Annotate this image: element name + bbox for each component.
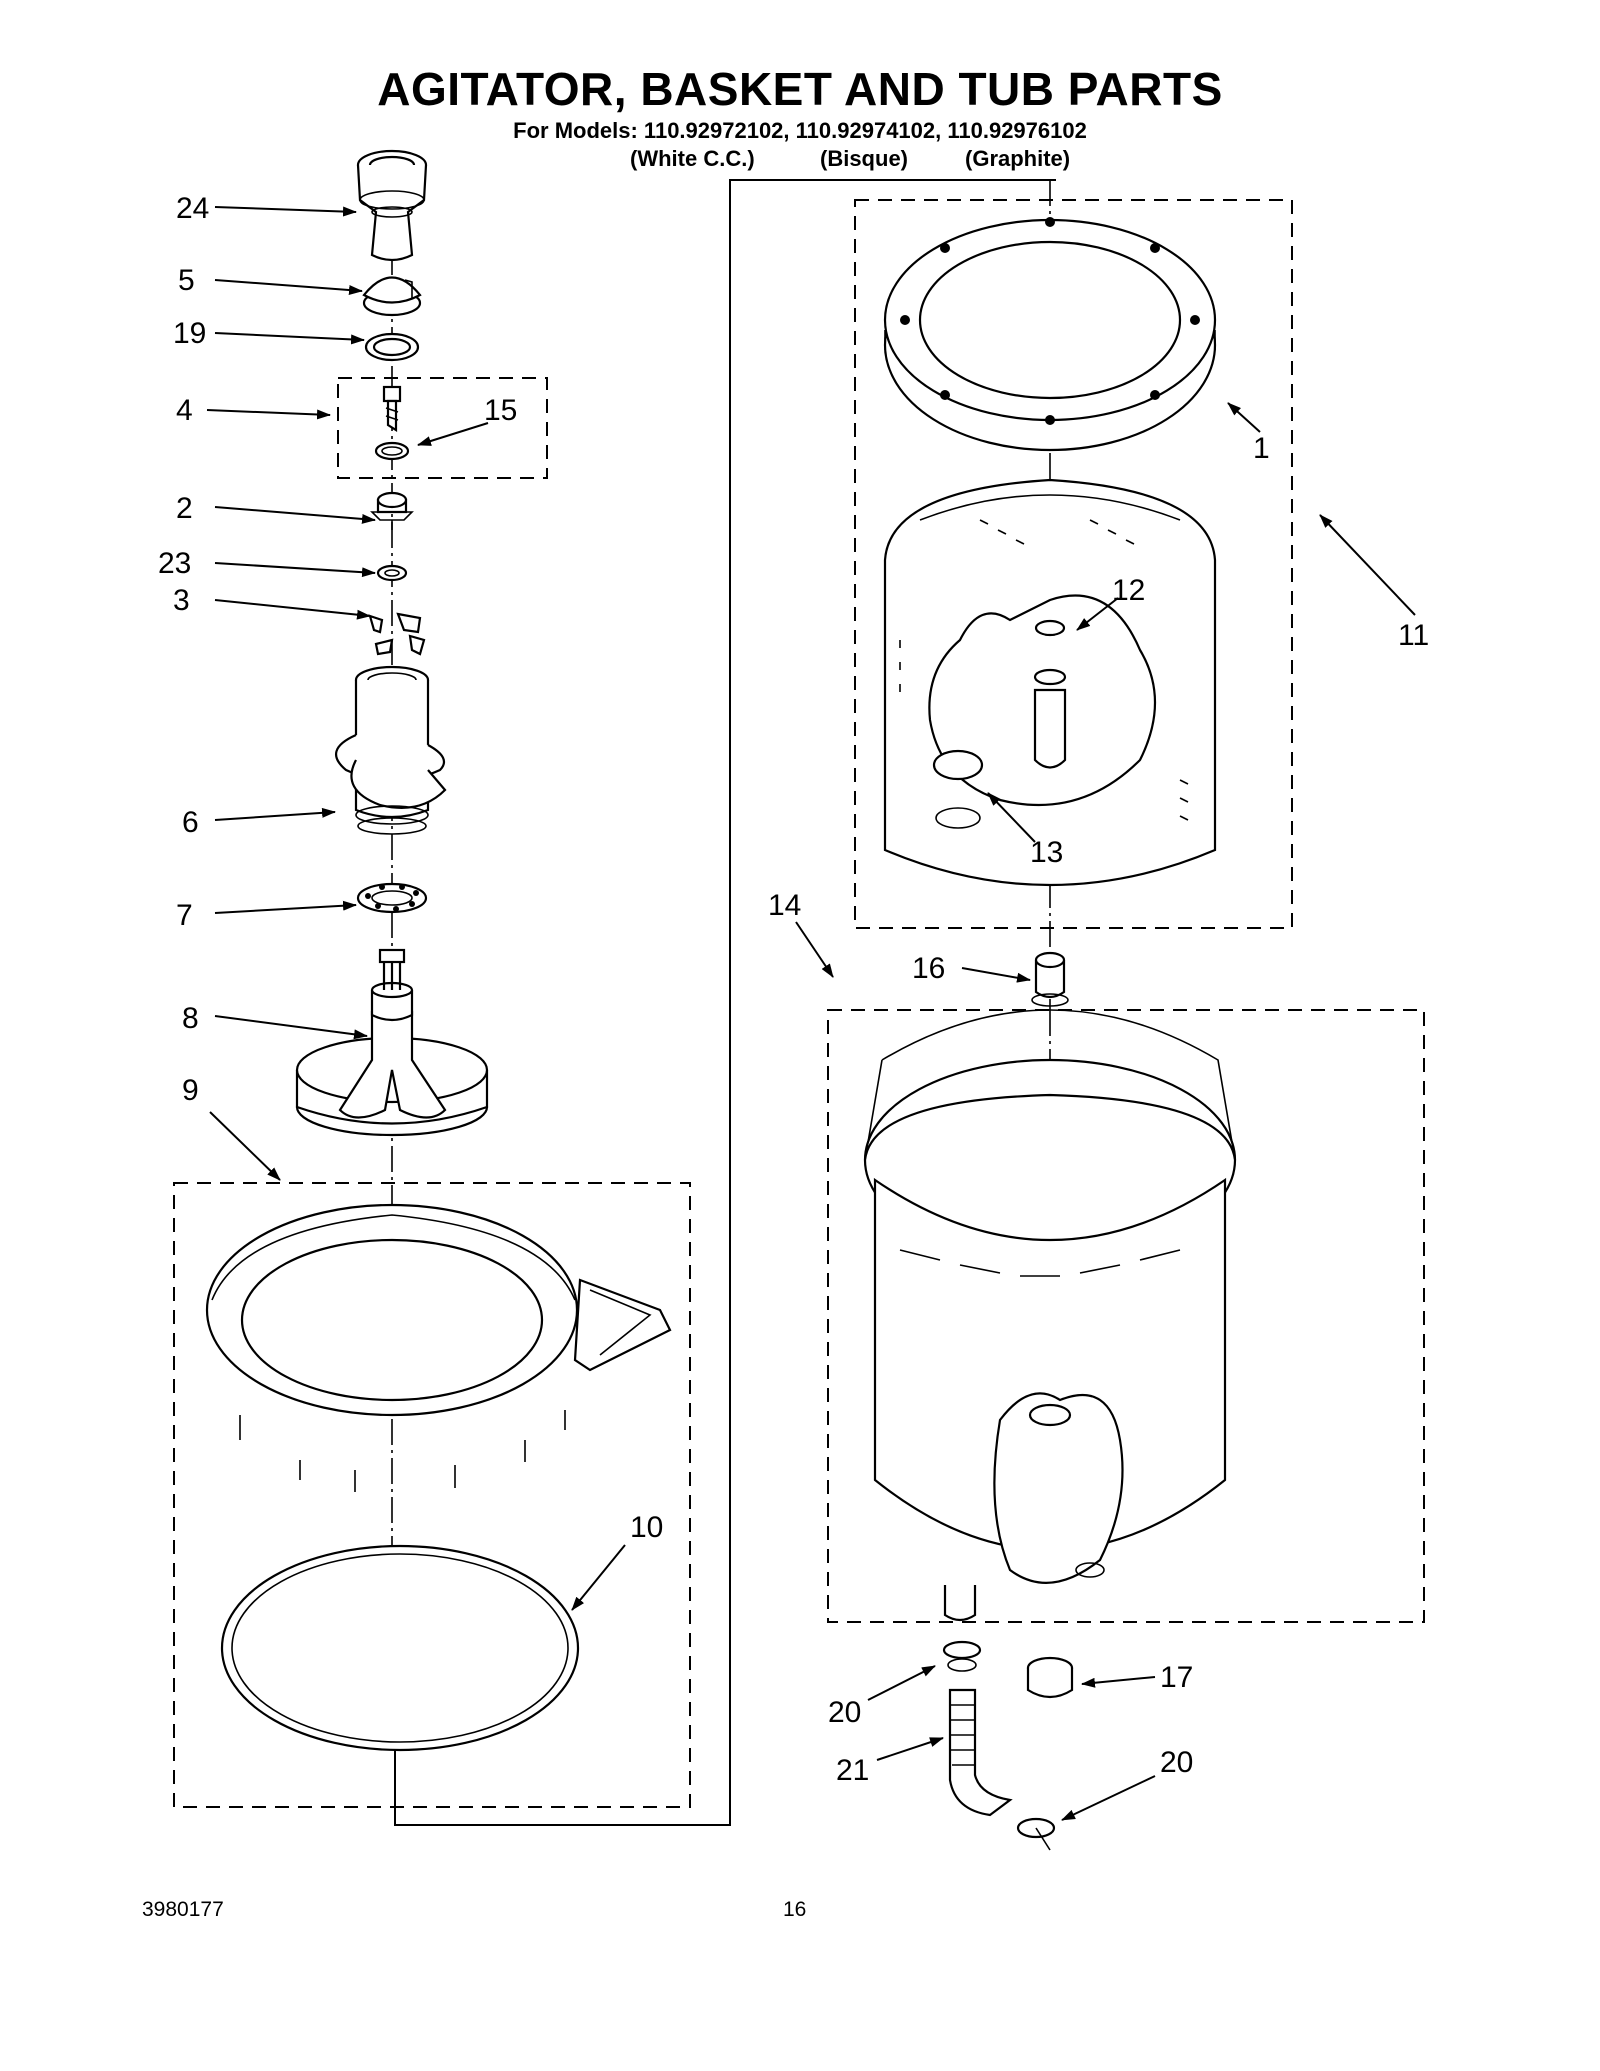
- part-15-washer: [374, 441, 410, 461]
- callout-20-lower: 20: [1160, 1746, 1193, 1779]
- color-graphite: (Graphite): [965, 146, 1071, 171]
- part-16-drive-block: [1031, 951, 1069, 1007]
- callout-20-upper: 20: [828, 1696, 861, 1729]
- callout-7: 7: [176, 899, 193, 932]
- group-box-4: [337, 377, 548, 479]
- part-12-nut: [1034, 619, 1066, 637]
- part-20-clamp-upper: [942, 1640, 982, 1672]
- group-box-11: [854, 199, 1293, 929]
- connector-line: [394, 179, 1056, 1826]
- callout-21: 21: [836, 1754, 869, 1787]
- part-9-tub-ring: [205, 1203, 672, 1492]
- part-11-basket: [883, 478, 1217, 887]
- callout-19: 19: [173, 317, 206, 350]
- part-13-plug: [932, 749, 984, 781]
- callout-13: 13: [1030, 836, 1063, 869]
- part-6-auger: [335, 665, 447, 835]
- page-number: 16: [783, 1898, 807, 1921]
- callout-3: 3: [173, 584, 190, 617]
- part-1-balance-ring: [883, 217, 1217, 452]
- callout-10: 10: [630, 1511, 663, 1544]
- callout-6: 6: [182, 806, 199, 839]
- part-7-bearing: [356, 882, 428, 914]
- part-14-outer-tub: [863, 1009, 1237, 1622]
- callout-2: 2: [176, 492, 193, 525]
- part-10-ring: [220, 1544, 580, 1752]
- callout-17: 17: [1160, 1661, 1193, 1694]
- callout-16: 16: [912, 952, 945, 985]
- callout-15: 15: [484, 394, 517, 427]
- callout-11: 11: [1398, 619, 1429, 652]
- part-2-cam: [370, 491, 414, 530]
- color-white: (White C.C.): [630, 146, 755, 171]
- callout-8: 8: [182, 1002, 199, 1035]
- part-5-dogs: [362, 276, 422, 317]
- part-4-bolt: [382, 385, 402, 432]
- callout-12: 12: [1112, 574, 1145, 607]
- part-24-cap: [356, 149, 428, 262]
- callout-9: 9: [182, 1074, 199, 1107]
- page-title: AGITATOR, BASKET AND TUB PARTS: [377, 63, 1223, 115]
- part-21-hose: [948, 1688, 1013, 1817]
- color-bisque: (Bisque): [820, 146, 908, 171]
- part-17-drain-plug: [1026, 1656, 1074, 1699]
- callout-14: 14: [768, 889, 801, 922]
- part-3-dogs: [368, 612, 426, 656]
- part-20-clamp-lower: [1016, 1817, 1056, 1851]
- part-23-washer: [376, 564, 408, 582]
- callout-5: 5: [178, 264, 195, 297]
- models-line: For Models: 110.92972102, 110.92974102, …: [513, 118, 1087, 143]
- group-box-14: [827, 1009, 1425, 1623]
- callout-23: 23: [158, 547, 191, 580]
- part-19-seal: [364, 332, 420, 362]
- document-number: 3980177: [142, 1898, 224, 1921]
- part-8-hub: [295, 948, 489, 1137]
- group-box-9: [173, 1182, 691, 1808]
- callout-24: 24: [176, 192, 209, 225]
- callout-1: 1: [1253, 432, 1270, 465]
- callout-4: 4: [176, 394, 193, 427]
